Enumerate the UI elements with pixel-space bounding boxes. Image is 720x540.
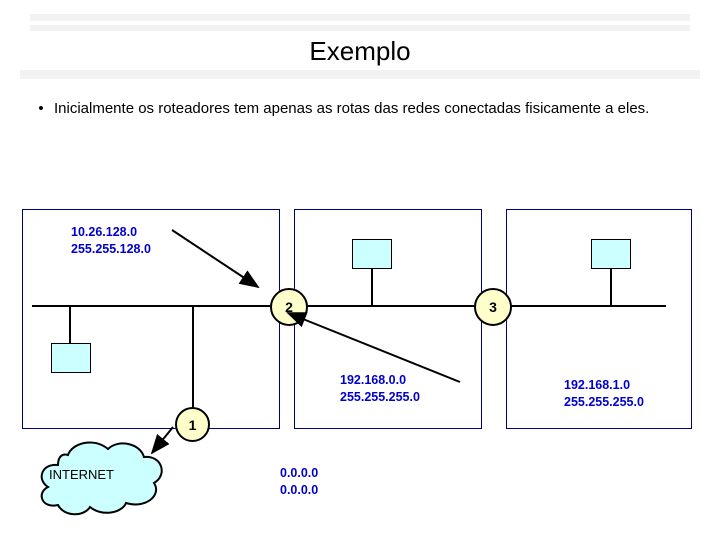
arrow-middle-network-label bbox=[286, 312, 461, 383]
bus-line-left bbox=[32, 305, 288, 307]
drop-line-host-middle bbox=[371, 267, 373, 307]
bus-line-middle bbox=[302, 305, 488, 307]
bus-line-right bbox=[506, 305, 666, 307]
title-decoration-bar-bottom bbox=[20, 70, 700, 79]
label-network-middle: 192.168.0.0 255.255.255.0 bbox=[340, 373, 420, 404]
bullet-marker: • bbox=[38, 100, 44, 117]
drop-line-router-1 bbox=[192, 305, 194, 417]
internet-cloud bbox=[40, 441, 163, 516]
diagram-arrows bbox=[150, 229, 461, 455]
internet-label: INTERNET bbox=[49, 467, 114, 482]
router-3-label: 3 bbox=[489, 299, 497, 315]
drop-line-host-right bbox=[610, 267, 612, 307]
host-left bbox=[51, 343, 91, 373]
label-default-route: 0.0.0.0 0.0.0.0 bbox=[280, 466, 319, 497]
page-title: Exemplo bbox=[309, 36, 411, 66]
label-network-left: 10.26.128.0 255.255.128.0 bbox=[71, 225, 151, 256]
router-1: 1 bbox=[175, 407, 210, 442]
router-1-label: 1 bbox=[188, 416, 197, 433]
router-2-label: 2 bbox=[285, 299, 293, 315]
label-network-right: 192.168.1.0 255.255.255.0 bbox=[564, 378, 644, 409]
host-middle bbox=[352, 239, 392, 269]
router-3: 3 bbox=[474, 288, 512, 326]
network-diagram: 2 3 1 INTERNET 10.26.128.0 255.255.128.0… bbox=[0, 195, 720, 540]
bullet-item-text: Inicialmente os roteadores tem apenas as… bbox=[54, 100, 650, 117]
title-decoration-bar-middle bbox=[30, 25, 690, 31]
host-right bbox=[591, 239, 631, 269]
title-decoration-bar-top bbox=[30, 14, 690, 21]
drop-line-host-left bbox=[69, 305, 71, 343]
bullet-item: • Inicialmente os roteadores tem apenas … bbox=[28, 98, 698, 119]
arrow-left-network-label bbox=[171, 229, 260, 289]
arrow-router-1-to-internet bbox=[150, 426, 174, 455]
